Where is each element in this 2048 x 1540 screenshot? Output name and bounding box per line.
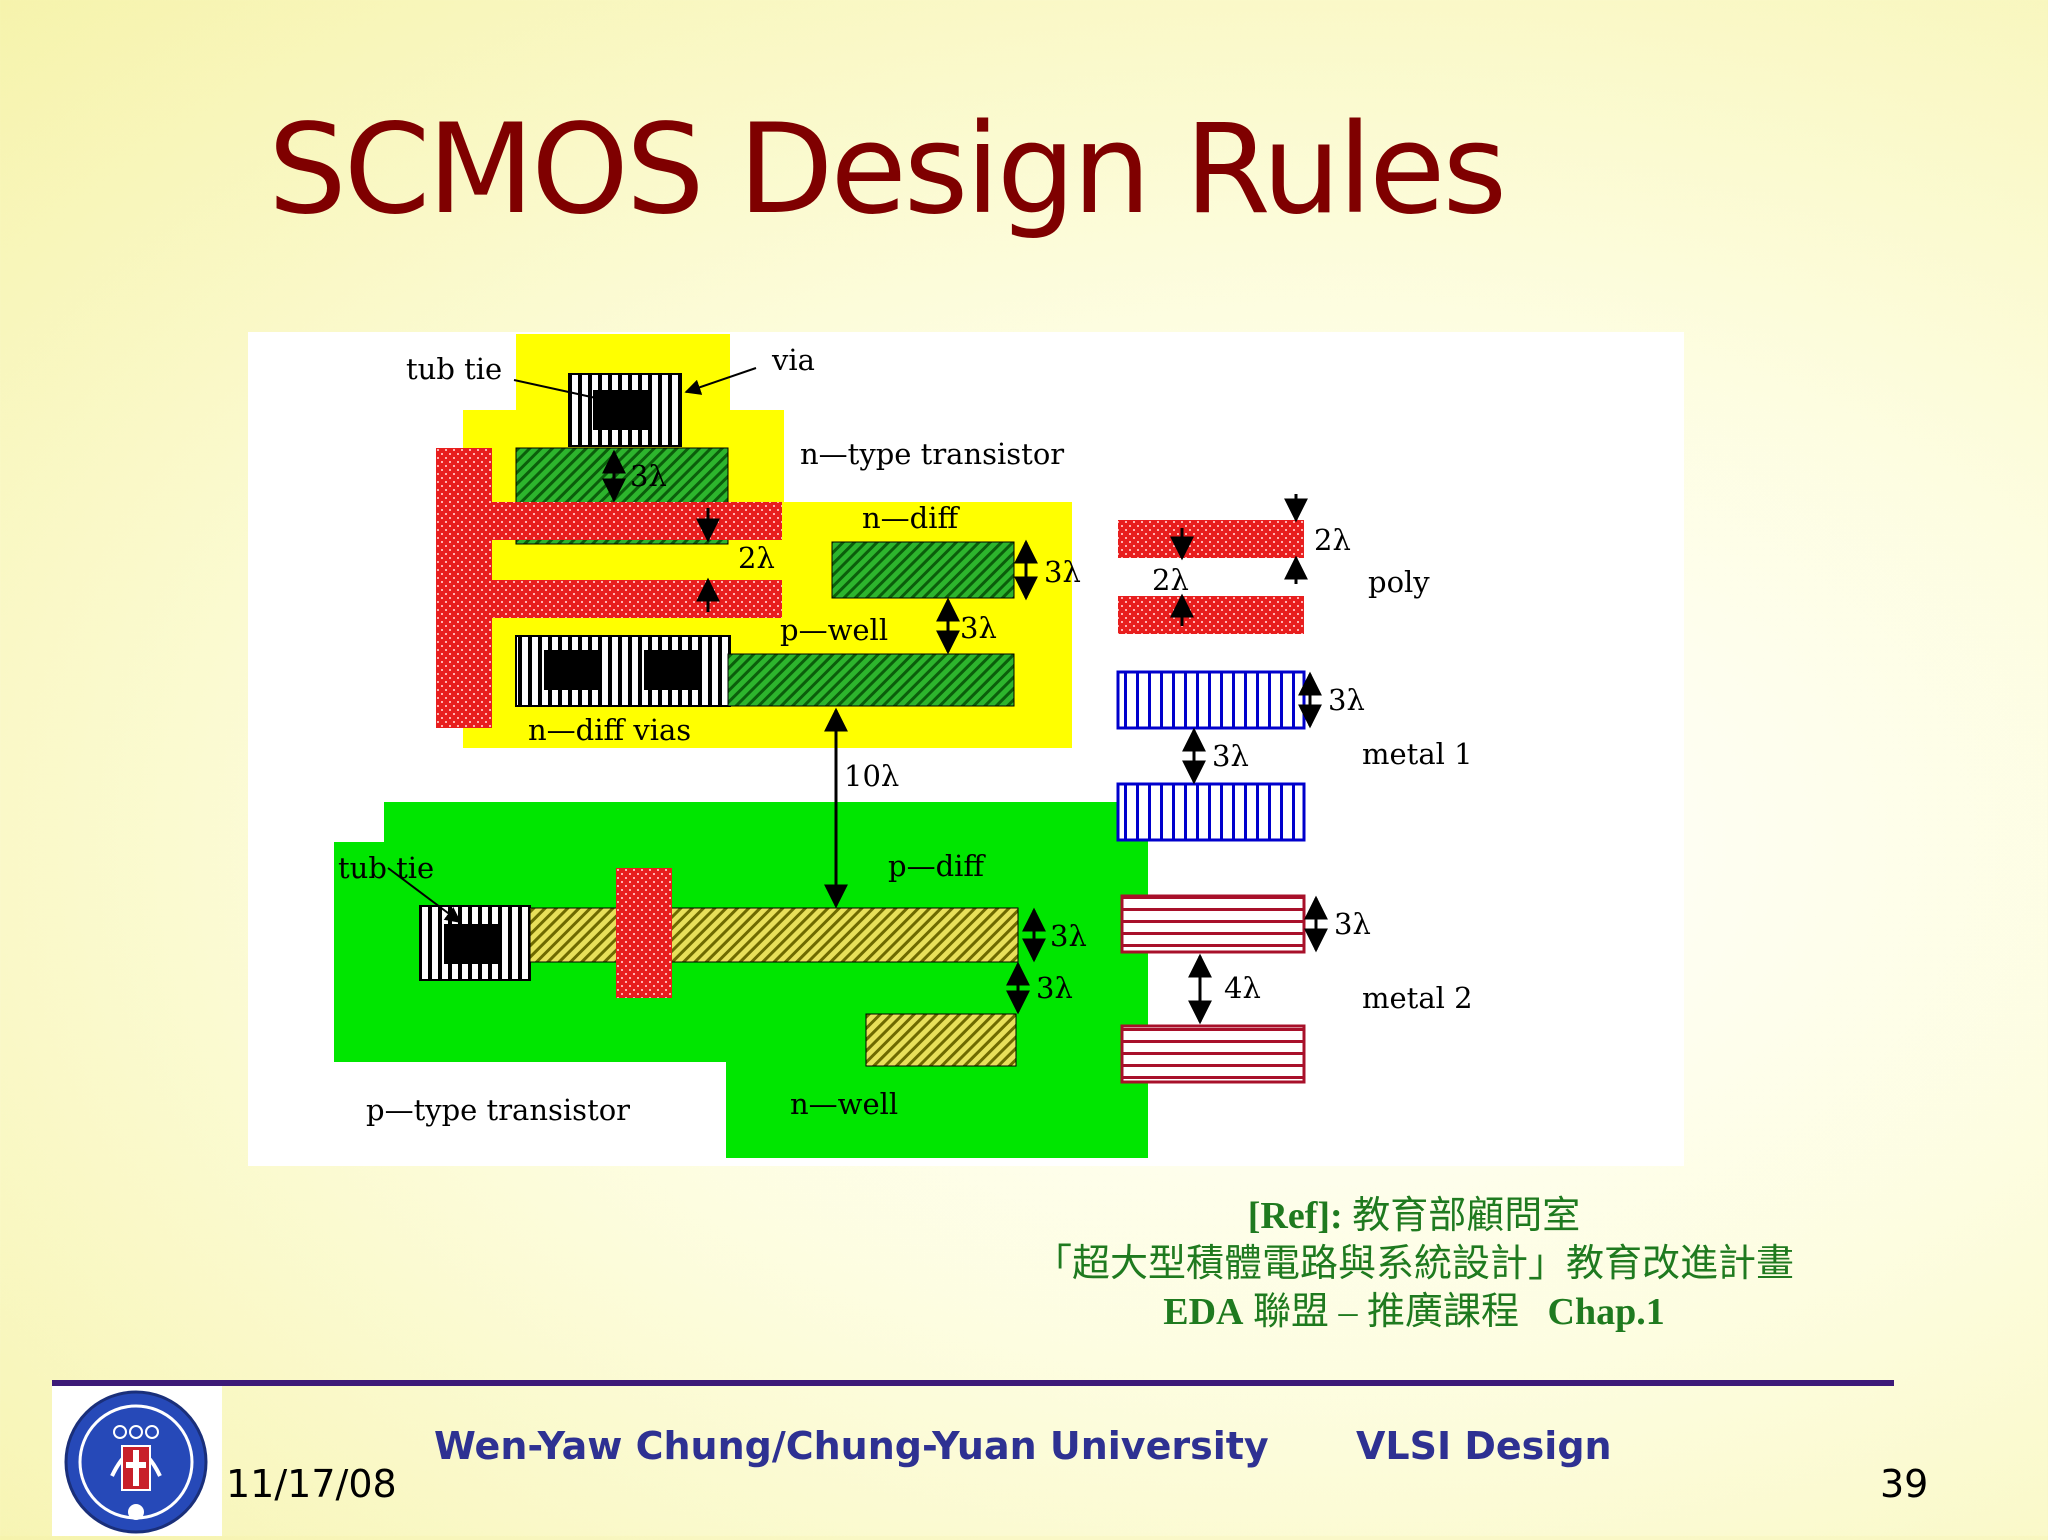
- dim-label-3-metal2-width: 3λ: [1334, 907, 1371, 941]
- leader-via: [684, 367, 757, 395]
- footer-page-number: 39: [1880, 1462, 1929, 1506]
- label-metal1: metal 1: [1362, 737, 1473, 771]
- label-n-diff: n—diff: [862, 501, 961, 535]
- ref-eda: EDA: [1163, 1291, 1244, 1333]
- metal2-swatch-2: [1120, 1024, 1306, 1084]
- dim-label-3-ndiff-gap: 3λ: [960, 611, 997, 645]
- n-diff-via-2: [644, 650, 700, 690]
- label-p-diff: p—diff: [888, 849, 986, 883]
- metal1-swatch-2: [1116, 782, 1306, 842]
- dim-label-2-gate: 2λ: [738, 541, 775, 575]
- reference-line-2: 「超大型積體電路與系統設計」教育改進計畫: [1033, 1243, 1794, 1285]
- p-diff-wire: [529, 907, 1019, 963]
- poly-swatch-2: [1118, 596, 1304, 634]
- ref-line3-text: 聯盟 – 推廣課程: [1253, 1291, 1520, 1333]
- footer-divider: [52, 1380, 1894, 1386]
- ref-chap: Chap.1: [1547, 1291, 1665, 1333]
- label-metal2: metal 2: [1362, 981, 1473, 1015]
- reference-line-1: [Ref]: 教育部顧問室: [390, 1184, 2048, 1239]
- via-contact: [593, 390, 649, 430]
- metal2-swatch-1: [1120, 894, 1306, 954]
- reference-line-3: EDA 聯盟 – 推廣課程 Chap.1: [390, 1280, 2048, 1335]
- ref-line1-text: 教育部顧問室: [1352, 1195, 1581, 1237]
- label-tub-tie-top: tub tie: [406, 352, 502, 386]
- label-poly: poly: [1368, 565, 1430, 599]
- poly-swatch-1: [1118, 520, 1304, 558]
- label-p-well: p—well: [780, 613, 888, 647]
- label-p-type-transistor: p—type transistor: [366, 1093, 630, 1127]
- n-diff-via-1: [544, 650, 600, 690]
- n-diff-rule-block: [831, 541, 1015, 599]
- dim-label-2-poly-width: 2λ: [1314, 523, 1351, 557]
- dim-label-3-metal1-gap: 3λ: [1212, 739, 1249, 773]
- n-well-region: [334, 802, 1148, 1158]
- footer-date: 11/17/08: [226, 1462, 397, 1506]
- label-tub-tie-bottom: tub tie: [338, 851, 434, 885]
- poly-gate-p: [616, 868, 672, 998]
- dim-label-10-well: 10λ: [844, 759, 899, 793]
- n-diff-wire: [727, 653, 1015, 707]
- label-n-type-transistor: n—type transistor: [800, 437, 1064, 471]
- poly-gate-bottom: [436, 580, 782, 618]
- poly-gate-top: [436, 502, 782, 540]
- dim-label-3-tubtie: 3λ: [630, 459, 667, 493]
- scmos-layout-diagram: tub tie via n—type transistor n—diff p—w…: [248, 332, 1684, 1166]
- leader-tub-tie-bottom: [387, 867, 462, 923]
- leader-tub-tie-top: [513, 379, 597, 399]
- label-n-diff-vias: n—diff vias: [528, 713, 691, 747]
- tub-tie-bottom-contact: [444, 924, 498, 964]
- dim-label-2-poly-gap: 2λ: [1152, 563, 1189, 597]
- p-diff-rule-block: [865, 1013, 1017, 1067]
- label-via: via: [771, 343, 815, 377]
- slide-title: SCMOS Design Rules: [268, 98, 1507, 242]
- dim-label-3-ndiff-width: 3λ: [1044, 555, 1081, 589]
- footer-author: Wen-Yaw Chung/Chung-Yuan University: [434, 1424, 1269, 1468]
- dim-label-3-metal1-width: 3λ: [1328, 683, 1365, 717]
- label-n-well: n—well: [790, 1087, 898, 1121]
- dim-label-4-metal2-gap: 4λ: [1224, 971, 1261, 1005]
- metal1-swatch-1: [1116, 670, 1306, 730]
- dim-label-3-pdiff-width: 3λ: [1050, 919, 1087, 953]
- ref-tag: [Ref]:: [1247, 1195, 1343, 1237]
- dim-label-3-pdiff-gap: 3λ: [1036, 971, 1073, 1005]
- footer-course: VLSI Design: [1356, 1424, 1612, 1468]
- university-logo: [52, 1386, 222, 1536]
